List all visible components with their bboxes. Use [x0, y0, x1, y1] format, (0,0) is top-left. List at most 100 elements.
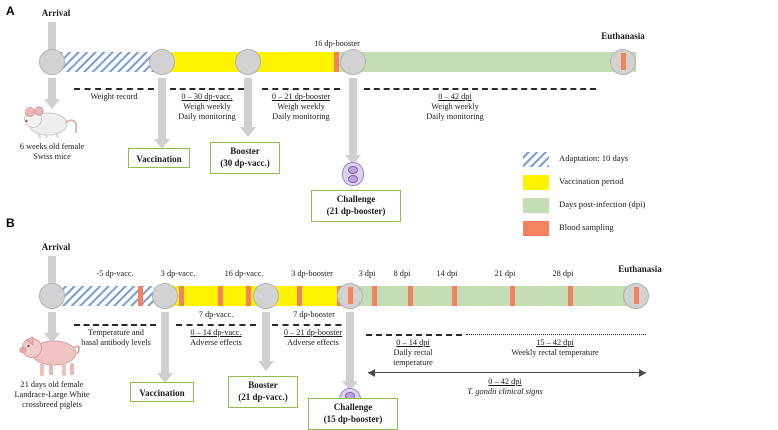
panel-b-monitor-1-line1: 0 – 14 dp-vacc. — [190, 328, 242, 337]
panel-b-arrival-arrow — [44, 256, 60, 295]
panel-b-node-euthanasia — [623, 283, 649, 309]
panel-a-monitor-2-line1: 0 – 21 dp-booster — [271, 92, 331, 101]
panel-b-blood-stripe-14dpi — [452, 286, 457, 306]
panel-b-monitor-4-line1: 15 – 42 dpi — [536, 338, 574, 347]
panel-b-monitor-1-line2: Adverse effects — [190, 338, 242, 347]
panel-a-euthanasia-blood-mark — [620, 53, 626, 70]
panel-b-animal-arrow — [44, 312, 60, 343]
panel-b-dpi-label-1: 8 dpi — [393, 269, 411, 278]
panel-b-node-booster — [253, 283, 279, 309]
panel-b-subject-line1: 21 days old female — [20, 380, 84, 389]
panel-a-challenge-box-line1: Challenge — [336, 194, 376, 204]
panel-b-blood-stripe-extra1 — [246, 286, 251, 306]
panel-a-arrival-label: Arrival — [41, 8, 71, 18]
panel-b-blood-stripe-21dpi — [510, 286, 515, 306]
adaptation-swatch-icon — [523, 152, 549, 167]
panel-a-dash-postinfection — [364, 88, 596, 90]
pig-icon — [16, 334, 86, 378]
legend-label-adaptation: Adaptation: 10 days — [559, 153, 629, 163]
panel-b-monitor-5-line2: T. gondii clinical signs — [467, 387, 543, 396]
panel-b-sample-label-0: -5 dp-vacc. — [96, 269, 134, 278]
panel-a-blood-16dp-label: 16 dp-booster — [314, 39, 360, 48]
panel-b-monitor-3-line2: Daily rectal — [393, 348, 433, 357]
panel-a-node-booster — [235, 49, 261, 75]
panel-a-subject-line2: Swiss mice — [33, 152, 71, 161]
panel-a-dash-postvacc — [170, 88, 244, 90]
panel-b-subject-line3: crossbreed piglets — [22, 400, 82, 409]
panel-b-monitor-5-line1: 0 – 42 dpi — [488, 377, 522, 386]
panel-b-dash-adverse-booster — [272, 324, 352, 326]
panel-b-monitor-2-line1: 0 – 21 dp-booster — [283, 328, 343, 337]
panel-a-subject-line1: 6 weeks old female — [19, 142, 85, 151]
panel-b-challenge-box-line2: (15 dp-booster) — [323, 413, 383, 424]
legend-item-dpi: Days post-infection (dpi) — [523, 198, 773, 214]
panel-b-challenge-box[interactable]: Challenge (15 dp-booster) — [308, 398, 398, 430]
panel-a-timeline — [52, 52, 636, 72]
panel-a-booster-box[interactable]: Booster (30 dp-vacc.) — [210, 142, 280, 174]
panel-b-blood-stripe-m5dpvacc — [138, 286, 143, 306]
panel-a-node-challenge — [340, 49, 366, 75]
panel-a-arrival-arrow — [44, 22, 60, 61]
panel-a-node-vaccination — [149, 49, 175, 75]
panel-a-vaccination-arrow — [154, 78, 170, 149]
panel-b-blood-stripe-3dpi — [372, 286, 377, 306]
panel-a-challenge-arrow — [345, 78, 361, 165]
panel-b-node-challenge — [337, 283, 363, 309]
panel-a-monitor-1-line3: Daily monitoring — [178, 112, 236, 121]
panel-a-adaptation-segment — [52, 52, 162, 72]
legend: Adaptation: 10 days Vaccination period D… — [523, 152, 773, 236]
legend-label-vaccination-period: Vaccination period — [559, 176, 624, 186]
panel-b-vaccination-box-line1: Vaccination — [139, 388, 185, 398]
panel-a-monitor-3-line3: Daily monitoring — [426, 112, 484, 121]
panel-b-monitor-3-line1: 0 – 14 dpi — [396, 338, 430, 347]
panel-a-vaccination-box[interactable]: Vaccination — [128, 148, 190, 168]
vaccination-swatch-icon — [523, 175, 549, 190]
panel-b-vaccination-box[interactable]: Vaccination — [130, 382, 194, 402]
panel-a-node-arrival — [39, 49, 65, 75]
panel-a-monitor-1-line1: 0 – 30 dp-vacc. — [181, 92, 233, 101]
panel-a-booster-box-line2: (30 dp-vacc.) — [220, 157, 270, 168]
panel-a-letter: A — [6, 4, 15, 18]
panel-b-dash-baseline — [74, 324, 156, 326]
panel-a-monitor-2-line3: Daily monitoring — [272, 112, 330, 121]
panel-b-monitor-2-line2: Adverse effects — [287, 338, 339, 347]
panel-a-challenge-box[interactable]: Challenge (21 dp-booster) — [311, 190, 401, 222]
legend-item-vaccination-period: Vaccination period — [523, 175, 773, 191]
panel-b-blood-stripe-16dpvacc — [218, 286, 223, 306]
panel-a-dash-weight — [74, 88, 154, 90]
panel-a-booster-arrow — [240, 78, 256, 137]
panel-b-blood-stripe-28dpi — [568, 286, 573, 306]
panel-a-monitor-0-line1: Weight record — [90, 92, 138, 101]
panel-b-monitor-0-line1: Temperature and — [88, 328, 144, 337]
panel-a-node-euthanasia — [610, 49, 636, 75]
mouse-icon — [20, 104, 82, 139]
panel-b-booster-box[interactable]: Booster (21 dp-vacc.) — [228, 376, 298, 408]
panel-b-monitor-0-line2: basal antibody levels — [81, 338, 151, 347]
panel-b-dpi-label-3: 21 dpi — [494, 269, 516, 278]
panel-b-clinical-signs-range-arrow — [368, 369, 646, 377]
panel-b-dpi-label-2: 14 dpi — [436, 269, 458, 278]
panel-b-euthanasia-blood-mark — [633, 287, 639, 304]
panel-a-booster-box-line1: Booster — [230, 146, 260, 156]
panel-a-monitor-3-line2: Weigh weekly — [431, 102, 479, 111]
panel-b-monitor-3-line3: temperature — [393, 358, 433, 367]
legend-label-dpi: Days post-infection (dpi) — [559, 199, 646, 209]
panel-a-monitor-1-line2: Weigh weekly — [183, 102, 231, 111]
panel-a-vaccination-box-line1: Vaccination — [136, 154, 182, 164]
panel-b-monitor-1-line0: 7 dp-vacc. — [198, 310, 234, 319]
legend-label-blood-sampling: Blood sampling — [559, 222, 614, 232]
panel-b-dash-adverse-vacc — [176, 324, 256, 326]
panel-b-sample-label-2: 16 dp-vacc. — [224, 269, 264, 278]
panel-b-dpi-label-4: 28 dpi — [552, 269, 574, 278]
panel-b-challenge-arrow — [342, 312, 358, 391]
panel-a-monitor-3-line1: 0 – 42 dpi — [438, 92, 472, 101]
panel-b-blood-stripe-8dpi — [408, 286, 413, 306]
panel-b-subject-line2: Landrace-Large White — [14, 390, 90, 399]
panel-b-booster-box-line1: Booster — [248, 380, 278, 390]
panel-a-blood-stripe-16dp — [334, 52, 339, 72]
panel-a-animal-arrow — [44, 78, 60, 109]
panel-b-node-arrival — [39, 283, 65, 309]
panel-b-monitor-4-line2: Weekly rectal temperature — [511, 348, 599, 357]
legend-item-blood-sampling: Blood sampling — [523, 221, 773, 237]
legend-item-adaptation: Adaptation: 10 days — [523, 152, 773, 168]
